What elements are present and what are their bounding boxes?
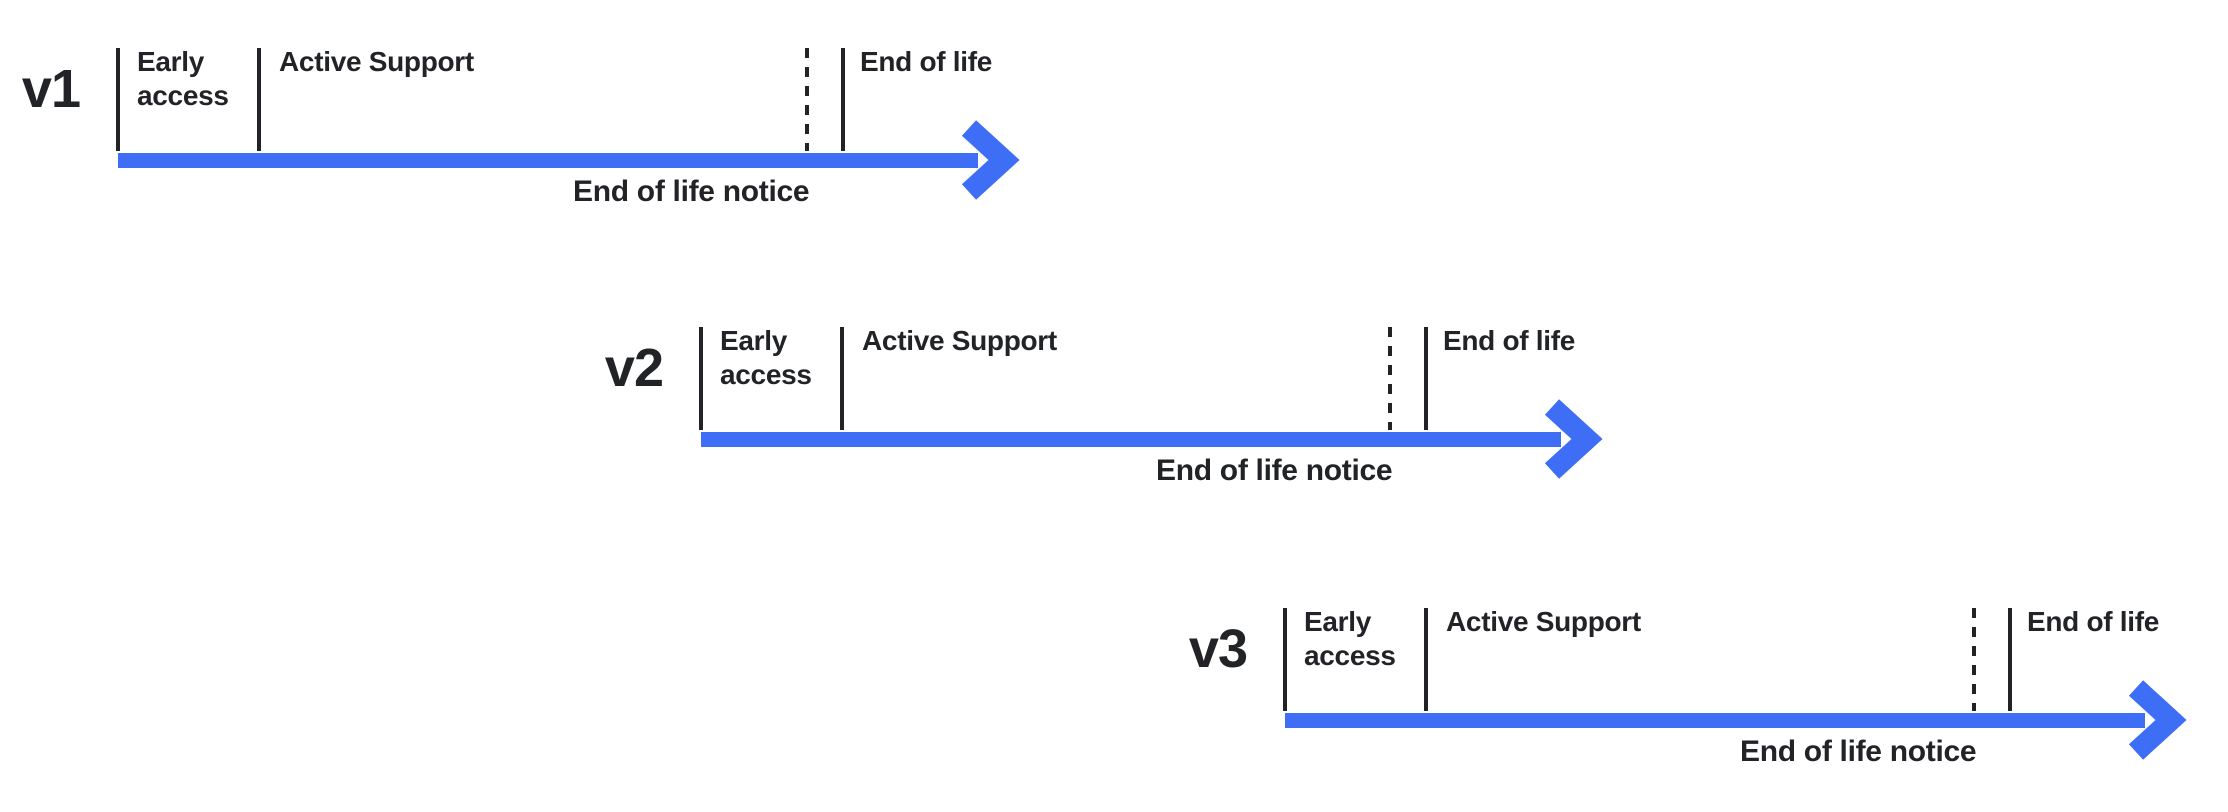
timeline-row-v3: v3 Early access Active Support End of li… [1189,606,2228,808]
eol-notice-dashed-line [1388,327,1392,430]
end-of-life-label: End of life [860,46,993,77]
eol-notice-label: End of life notice [1740,735,1977,768]
early-access-label: Early access [1304,606,1396,671]
end-of-life-label: End of life [2027,606,2160,637]
early-access-label: Early access [137,46,229,111]
version-label: v1 [21,59,81,119]
timeline-arrow-bar [118,153,978,168]
early-access-label: Early access [720,325,812,390]
end-of-life-label: End of life [1443,325,1576,356]
active-support-label: Active Support [862,325,1057,356]
active-support-label: Active Support [279,46,474,77]
arrow-right-icon [1544,399,1603,479]
eol-notice-label: End of life notice [573,175,810,208]
end-of-life-tick [1424,327,1428,430]
eol-notice-dashed-line [805,48,809,151]
timeline-row-v2: v2 Early access Active Support End of li… [605,325,1651,527]
eol-notice-label: End of life notice [1156,454,1393,487]
timeline-start-tick [1283,608,1287,711]
early-access-end-tick [840,327,844,430]
timeline-arrow-bar [701,432,1561,447]
end-of-life-tick [841,48,845,151]
version-label: v2 [604,338,664,398]
active-support-label: Active Support [1446,606,1641,637]
timeline-row-v1: v1 Early access Active Support End of li… [22,46,1068,248]
timeline-start-tick [116,48,120,151]
arrow-right-icon [2128,680,2187,760]
end-of-life-tick [2008,608,2012,711]
early-access-end-tick [257,48,261,151]
timeline-start-tick [699,327,703,430]
early-access-end-tick [1424,608,1428,711]
timeline-arrow-bar [1285,713,2145,728]
arrow-right-icon [961,120,1020,200]
eol-notice-dashed-line [1972,608,1976,711]
version-label: v3 [1188,619,1248,679]
